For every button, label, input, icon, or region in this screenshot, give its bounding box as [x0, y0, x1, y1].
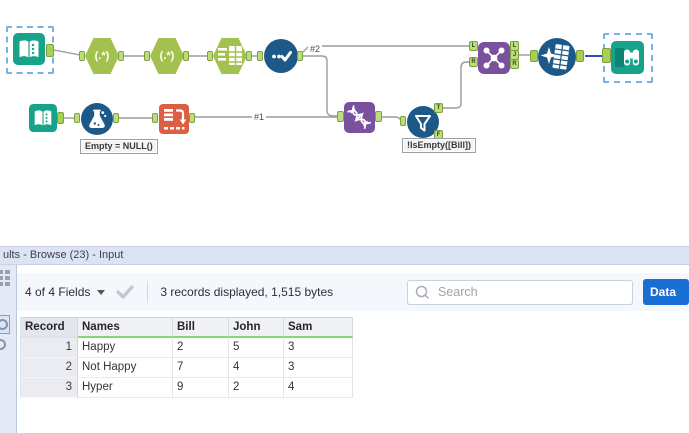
results-table: Record Names Bill John Sam 1 Happy 2 5 3… [20, 317, 353, 398]
connection-label-2: #2 [308, 44, 323, 54]
column-header-names[interactable]: Names [78, 318, 173, 338]
dots-check-icon [264, 39, 298, 73]
sparkle-table-icon [538, 38, 576, 76]
view-toggle-selected[interactable] [0, 315, 10, 334]
results-toolbar: 4 of 4 Fields 3 records displayed, 1,515… [17, 273, 689, 311]
tool-dna-join[interactable] [344, 102, 375, 133]
connection[interactable] [443, 61, 470, 109]
input-anchor[interactable] [144, 51, 150, 61]
regex-label: (.*) [94, 50, 110, 62]
circle-view-icon [0, 319, 8, 330]
output-anchor[interactable] [189, 113, 195, 123]
tool-regex-2[interactable]: (.*) [150, 38, 184, 74]
table-cell[interactable]: Not Happy [78, 358, 173, 378]
record-number-cell[interactable]: 3 [21, 378, 78, 398]
table-cell[interactable]: Happy [78, 338, 173, 358]
output-anchor[interactable] [57, 112, 64, 124]
toolbar-divider [147, 281, 149, 303]
output-anchor[interactable] [118, 51, 124, 61]
search-input[interactable] [436, 284, 620, 300]
output-anchor[interactable] [375, 111, 382, 122]
join-input-anchor-R[interactable]: R [469, 57, 478, 67]
binoculars-icon [611, 41, 644, 74]
table-cell[interactable]: 9 [173, 378, 229, 398]
table-cell[interactable]: 3 [284, 338, 353, 358]
annotation-filter[interactable]: !IsEmpty([Bill]) [402, 138, 476, 153]
output-anchor[interactable] [113, 113, 119, 123]
output-anchor[interactable] [297, 51, 303, 61]
node-network-icon [478, 42, 510, 74]
record-number-cell[interactable]: 1 [21, 338, 78, 358]
check-icon[interactable] [115, 284, 135, 300]
table-cell[interactable]: 5 [229, 338, 284, 358]
input-anchor[interactable] [602, 48, 611, 63]
results-panel: ults - Browse (23) - Input 4 of 4 Fields [0, 246, 689, 433]
tool-join[interactable] [478, 42, 510, 74]
connection[interactable] [53, 49, 81, 56]
chevron-down-icon[interactable] [97, 289, 106, 295]
data-button[interactable]: Data [643, 279, 689, 305]
column-header-sam[interactable]: Sam [284, 318, 353, 338]
grid-view-icon[interactable] [0, 269, 11, 287]
connection[interactable] [302, 45, 469, 53]
input-anchor[interactable] [207, 51, 213, 61]
table-cell[interactable]: 7 [173, 358, 229, 378]
funnel-icon [407, 106, 439, 138]
tool-browse[interactable] [611, 41, 644, 74]
results-left-toolbar [0, 265, 17, 433]
tool-input-data-2[interactable] [29, 104, 57, 132]
tool-text-to-columns[interactable] [213, 38, 247, 74]
output-anchor[interactable] [246, 51, 252, 61]
connection-label-1: #1 [252, 112, 267, 122]
tool-filter[interactable] [407, 106, 439, 138]
connection-2[interactable] [303, 55, 338, 117]
input-anchor[interactable] [152, 113, 158, 123]
workflow-canvas[interactable]: (.*) (.*) [0, 0, 689, 246]
dna-helix-icon [344, 102, 375, 133]
input-anchor[interactable] [530, 50, 538, 62]
tool-unique[interactable] [264, 39, 298, 73]
flask-icon [81, 103, 113, 135]
tool-formula[interactable] [81, 103, 113, 135]
input-anchor[interactable] [337, 111, 344, 122]
output-anchor[interactable] [46, 44, 54, 57]
records-summary: 3 records displayed, 1,515 bytes [160, 285, 334, 299]
results-panel-title: ults - Browse (23) - Input [0, 246, 689, 265]
table-cell[interactable]: 4 [229, 358, 284, 378]
tool-input-data-1[interactable] [13, 33, 45, 65]
pivot-table-icon [159, 104, 189, 134]
output-anchor[interactable] [576, 50, 584, 62]
output-anchor[interactable] [183, 51, 189, 61]
connection[interactable] [382, 116, 402, 122]
table-cell[interactable]: 4 [284, 378, 353, 398]
input-anchor[interactable] [74, 113, 80, 123]
column-header-record[interactable]: Record [21, 318, 78, 338]
column-header-bill[interactable]: Bill [173, 318, 229, 338]
circle-view-icon[interactable] [0, 339, 6, 350]
input-anchor[interactable] [79, 51, 85, 61]
input-anchor[interactable] [400, 116, 406, 126]
text-table-icon [218, 46, 242, 65]
record-number-cell[interactable]: 2 [21, 358, 78, 378]
tool-data-cleansing[interactable] [538, 38, 576, 76]
search-icon [415, 285, 430, 299]
table-cell[interactable]: Hyper [78, 378, 173, 398]
table-cell[interactable]: 3 [284, 358, 353, 378]
regex-label: (.*) [159, 50, 175, 62]
join-input-anchor-L[interactable]: L [469, 41, 478, 51]
tool-transpose[interactable] [159, 104, 189, 134]
column-header-john[interactable]: John [229, 318, 284, 338]
annotation-formula[interactable]: Empty = NULL() [80, 139, 158, 154]
results-panel-body: 4 of 4 Fields 3 records displayed, 1,515… [0, 265, 689, 433]
open-book-icon [13, 33, 45, 65]
open-book-icon [29, 104, 57, 132]
filter-output-anchor-T[interactable]: T [434, 103, 443, 113]
table-cell[interactable]: 2 [173, 338, 229, 358]
input-anchor[interactable] [257, 51, 263, 61]
search-box[interactable] [407, 279, 633, 305]
join-output-anchor-R[interactable]: R [510, 59, 519, 69]
fields-summary: 4 of 4 Fields [25, 285, 91, 299]
table-cell[interactable]: 2 [229, 378, 284, 398]
